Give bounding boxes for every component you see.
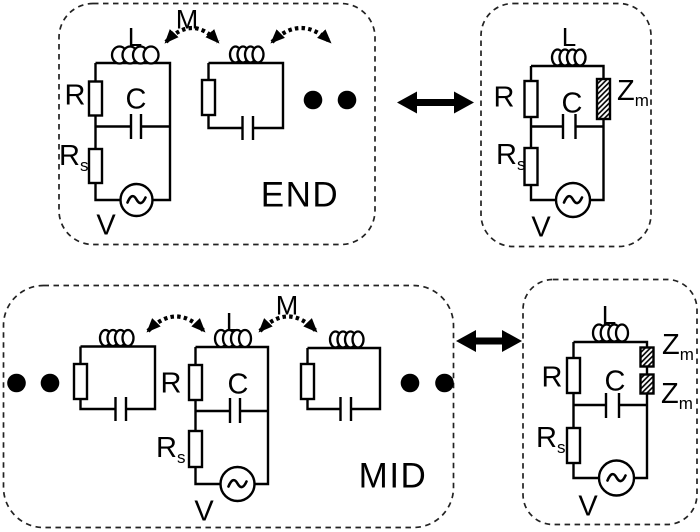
wires	[306, 346, 382, 421]
impedance-subscript: m	[634, 91, 649, 110]
resistor-symbol	[72, 362, 89, 401]
inductor-label: L	[127, 22, 143, 52]
voltage-source-label: V	[578, 490, 598, 523]
mid-equivalent-circuit	[565, 323, 655, 497]
ellipsis-dots	[303, 90, 357, 110]
voltage-source-symbol	[119, 182, 154, 218]
resistor-symbol	[200, 78, 217, 117]
source-resistor-base: R	[496, 139, 517, 171]
source-resistor-base: R	[536, 422, 557, 454]
coupling-arrow	[164, 26, 220, 44]
panel-tag-mid: MID	[358, 456, 428, 496]
resistor-label: R	[493, 81, 515, 114]
mutual-impedance-label-2: Zm	[661, 378, 693, 413]
inductor-symbol	[110, 45, 160, 65]
inductor-symbol	[98, 328, 135, 348]
capacitor-label: C	[604, 365, 626, 398]
mutual-inductance-label: M	[175, 4, 199, 35]
source-resistor-symbol	[87, 147, 104, 185]
capacitor-label: C	[125, 83, 147, 116]
inductor-symbol	[591, 323, 630, 343]
source-resistor-label: Rs	[59, 140, 88, 175]
inductor-label: L	[601, 300, 617, 330]
source-resistor-symbol	[187, 429, 204, 469]
voltage-source-symbol	[597, 459, 636, 497]
panel-end-array	[58, 2, 376, 246]
panel-mid-equivalent	[522, 278, 698, 526]
mutual-impedance-label-1: Zm	[662, 329, 694, 364]
source-resistor-subscript: s	[79, 156, 89, 175]
resistor-symbol	[299, 362, 316, 401]
resistor-symbol	[187, 363, 204, 402]
end-driven-resonator	[87, 45, 172, 218]
resistor-label: R	[160, 367, 182, 400]
source-resistor-base: R	[59, 140, 80, 172]
source-resistor-subscript: s	[556, 438, 566, 457]
capacitor-label: C	[561, 87, 583, 120]
ellipsis-dots-right	[400, 373, 454, 393]
inductor-label: L	[561, 22, 577, 52]
impedance-subscript: m	[678, 394, 693, 413]
end-equivalent-circuit	[523, 48, 612, 219]
ellipsis-dots-left	[7, 373, 60, 393]
inductor-label: L	[225, 307, 241, 337]
panel-mid-array	[2, 284, 455, 529]
resistor-label: R	[541, 361, 563, 394]
mutual-impedance-symbol-1	[639, 346, 655, 368]
coupling-arrow	[146, 314, 206, 333]
mutual-impedance-label: Zm	[617, 75, 649, 110]
resistor-symbol	[523, 79, 539, 119]
voltage-source-label: V	[531, 211, 551, 244]
end-equivalent-dashed-border	[480, 2, 652, 248]
source-resistor-subscript: s	[176, 448, 186, 467]
mid-passive-resonator-left	[72, 328, 157, 421]
mutual-impedance-symbol	[595, 77, 612, 121]
source-resistor-symbol	[565, 426, 582, 465]
wires	[94, 61, 172, 202]
inductor-symbol	[213, 328, 253, 349]
panel-end-equivalent	[480, 2, 652, 248]
source-resistor-subscript: s	[516, 155, 526, 174]
end-array-dashed-border	[58, 2, 376, 246]
resistor-label: R	[64, 79, 86, 112]
coupling-arrow	[270, 26, 332, 44]
coupling-arrow	[258, 314, 318, 333]
voltage-source-label: V	[194, 495, 214, 528]
voltage-source-symbol	[219, 465, 256, 503]
source-resistor-base: R	[156, 432, 177, 464]
source-resistor-label: Rs	[156, 432, 185, 467]
wires	[194, 345, 270, 486]
wires	[207, 61, 285, 140]
impedance-base: Z	[617, 75, 635, 107]
resistor-symbol	[565, 356, 582, 395]
impedance-base: Z	[661, 378, 679, 410]
source-resistor-label: Rs	[496, 139, 525, 174]
inductor-symbol	[550, 48, 587, 67]
panel-tag-end: END	[260, 175, 340, 215]
source-resistor-symbol	[523, 146, 539, 187]
mid-driven-resonator	[187, 328, 270, 503]
resistor-symbol	[87, 80, 104, 117]
impedance-base: Z	[662, 329, 680, 361]
voltage-source-label: V	[96, 209, 116, 242]
equivalence-arrow	[397, 91, 474, 114]
mid-equivalent-dashed-border	[522, 278, 698, 526]
end-passive-resonator	[200, 45, 285, 140]
mid-passive-resonator-right	[299, 330, 382, 421]
wires	[529, 64, 605, 202]
impedance-subscript: m	[679, 345, 694, 364]
wires	[572, 340, 649, 480]
wires	[79, 345, 157, 421]
mutual-impedance-symbol-2	[639, 373, 655, 395]
inductor-symbol	[328, 330, 365, 349]
voltage-source-symbol	[554, 181, 592, 219]
mutual-inductance-label: M	[275, 290, 299, 321]
mid-array-dashed-border	[2, 284, 455, 529]
source-resistor-label: Rs	[536, 422, 565, 457]
capacitor-label: C	[227, 368, 249, 401]
inductor-symbol	[228, 45, 265, 64]
equivalence-arrow	[456, 330, 522, 352]
